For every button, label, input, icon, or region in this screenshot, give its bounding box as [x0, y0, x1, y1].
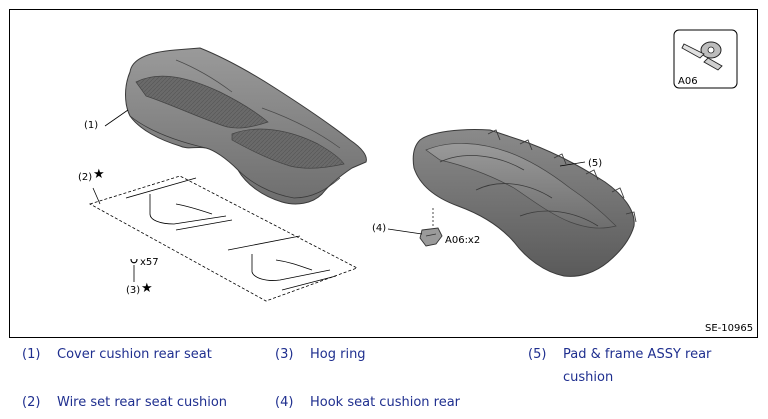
legend-text: Hook seat cushion rear [310, 395, 461, 410]
callout-3: (3) [126, 285, 140, 296]
legend-number: (4) [275, 395, 294, 410]
hog-ring-quantity: x57 [140, 257, 159, 268]
tool-badge-label: A06 [678, 76, 698, 87]
star-mark-2: ★ [93, 167, 105, 182]
fastener-tool-icon [681, 41, 723, 71]
legend-number: (3) [275, 347, 294, 362]
callout-5: (5) [588, 158, 602, 169]
parts-legend: (1) Cover cushion rear seat (2) Wire set… [0, 340, 768, 419]
cover-cushion-rear-seat [104, 47, 367, 205]
legend-item-4: (4) Hook seat cushion rear [275, 391, 505, 414]
hook-seat-cushion-rear [387, 208, 443, 247]
legend-number: (5) [528, 347, 547, 362]
callout-2: (2) [78, 172, 92, 183]
hog-ring-part [130, 258, 138, 282]
callout-1: (1) [84, 120, 98, 131]
legend-text-continued: cushion [563, 370, 614, 385]
legend-item-3: (3) Hog ring [275, 343, 505, 366]
legend-text: Cover cushion rear seat [57, 347, 212, 362]
legend-number: (2) [22, 395, 41, 410]
pad-frame-assy-rear-cushion [412, 129, 637, 277]
exploded-parts-diagram: A06 (1) (2) ★ x57 (3) ★ (4) A06:x2 (5) S… [78, 29, 753, 334]
star-mark-3: ★ [141, 281, 153, 296]
legend-number: (1) [22, 347, 41, 362]
legend-item-5: (5) Pad & frame ASSY rear cushion [528, 343, 758, 389]
legend-text: Hog ring [310, 347, 366, 362]
hook-quantity: A06:x2 [445, 235, 480, 246]
callout-4: (4) [372, 223, 386, 234]
wire-set-rear-seat-cushion [88, 175, 358, 302]
legend-text: Wire set rear seat cushion [57, 395, 228, 410]
tool-badge-a06: A06 [673, 29, 738, 89]
legend-item-2: (2) Wire set rear seat cushion [22, 391, 262, 414]
legend-item-1: (1) Cover cushion rear seat [22, 343, 262, 366]
legend-text: Pad & frame ASSY rear [563, 347, 712, 362]
figure-id: SE-10965 [705, 323, 753, 334]
